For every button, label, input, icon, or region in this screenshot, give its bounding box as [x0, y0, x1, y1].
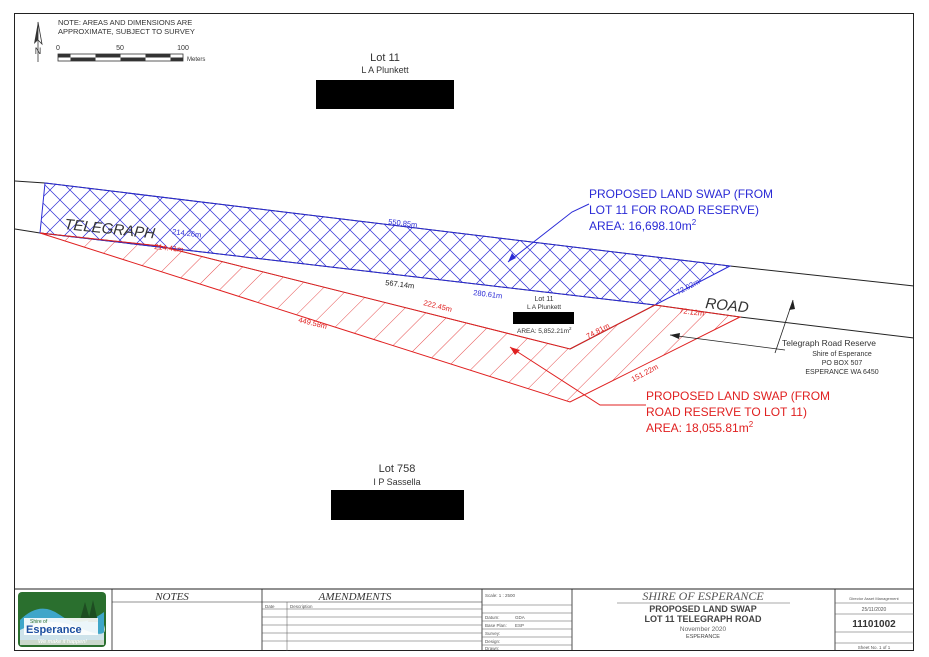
- dim-550: 550.85m: [388, 217, 418, 229]
- dim-280: 280.61m: [473, 288, 503, 300]
- lot758-name: Lot 758: [379, 463, 416, 475]
- north-arrow-icon: N: [34, 21, 43, 62]
- amend-col1: Date: [265, 604, 275, 609]
- logo-tag: We make it happen!: [38, 639, 87, 645]
- red-callout: PROPOSED LAND SWAP (FROM ROAD RESERVE TO…: [509, 346, 830, 435]
- dwg-date: November 2020: [680, 626, 727, 633]
- scale-bar: 0 50 100 Meters: [56, 45, 205, 63]
- right-date: 25/11/2020: [862, 607, 887, 613]
- drawing-frame: [14, 13, 914, 651]
- lot11-top-name: Lot 11: [370, 52, 400, 64]
- shire-title: SHIRE OF ESPERANCE: [642, 589, 764, 603]
- scale-label-50: 50: [116, 45, 124, 52]
- lot11-top-owner: L A Plunkett: [361, 65, 409, 75]
- dim-567: 567.14m: [385, 278, 415, 290]
- reserve-line1: Telegraph Road Reserve: [782, 338, 876, 348]
- lot11-inner-name: Lot 11: [535, 296, 554, 303]
- meta-label-3: Design:: [485, 639, 500, 644]
- red-swap-area: [39, 232, 742, 403]
- scale-label-0: 0: [56, 45, 60, 52]
- scale-text: Scale: 1 : 2500: [485, 593, 516, 598]
- dim-214-26: 214.26m: [172, 227, 202, 239]
- meta-value-0: GDA: [515, 615, 525, 620]
- reserve-line2: Shire of Esperance: [812, 351, 872, 358]
- logo-main: Esperance: [26, 624, 82, 636]
- blue-callout-line2: LOT 11 FOR ROAD RESERVE): [589, 203, 759, 217]
- dim-214-41: 214.41m: [154, 242, 184, 254]
- logo-top: Shire of: [30, 619, 48, 625]
- north-label: N: [35, 46, 42, 56]
- lot11-inner-owner: L A Plunkett: [527, 304, 561, 311]
- amend-title: AMENDMENTS: [318, 591, 392, 603]
- note-line-2: APPROXIMATE, SUBJECT TO SURVEY: [58, 27, 195, 36]
- redaction-box-top: [316, 80, 454, 109]
- dwg-line1: PROPOSED LAND SWAP: [649, 604, 757, 614]
- road-reserve-callout: Telegraph Road Reserve Shire of Esperanc…: [669, 299, 879, 376]
- note-line-1: NOTE: AREAS AND DIMENSIONS ARE: [58, 18, 192, 27]
- notes-title: NOTES: [154, 591, 189, 603]
- meta-label-0: Datum:: [485, 615, 500, 620]
- red-callout-area: AREA: 18,055.81m2: [646, 420, 754, 435]
- blue-callout-area: AREA: 16,698.10m2: [589, 218, 697, 233]
- meta-rows: Datum: GDA Base Plan: ESP Survey: Design…: [485, 615, 525, 651]
- dwg-line2: LOT 11 TELEGRAPH ROAD: [644, 614, 762, 624]
- dwg-number: 11101002: [852, 619, 896, 630]
- lot11-inner-area: AREA: 5,852.21m2: [517, 326, 572, 335]
- reserve-line3: PO BOX 507: [822, 360, 863, 367]
- dim-72-12: 72.12m: [679, 306, 705, 318]
- meta-label-2: Survey:: [485, 631, 500, 636]
- blue-callout-line1: PROPOSED LAND SWAP (FROM: [589, 187, 773, 201]
- blue-callout: PROPOSED LAND SWAP (FROM LOT 11 FOR ROAD…: [507, 187, 773, 263]
- shire-logo: Shire of Esperance We make it happen!: [18, 592, 106, 647]
- dwg-place: ESPERANCE: [686, 634, 720, 640]
- redaction-box-bottom: [331, 490, 464, 520]
- redaction-box-inner: [513, 312, 574, 324]
- scale-unit: Meters: [187, 57, 205, 63]
- meta-label-1: Base Plan:: [485, 623, 507, 628]
- meta-value-1: ESP: [515, 623, 524, 628]
- sheet-number: Sheet No. 1 of 1: [858, 645, 891, 650]
- road-label: ROAD: [705, 295, 750, 316]
- meta-label-4: Drawn:: [485, 646, 499, 651]
- red-callout-line1: PROPOSED LAND SWAP (FROM: [646, 389, 830, 403]
- scale-label-100: 100: [177, 45, 189, 52]
- right-top: Director Asset Management: [849, 596, 899, 601]
- dim-222: 222.45m: [423, 298, 453, 314]
- amend-col2: Description: [290, 604, 313, 609]
- red-callout-line2: ROAD RESERVE TO LOT 11): [646, 405, 807, 419]
- lot758-owner: I P Sassella: [373, 477, 420, 487]
- title-block: Shire of Esperance We make it happen! NO…: [14, 588, 914, 651]
- reserve-line4: ESPERANCE WA 6450: [805, 369, 878, 376]
